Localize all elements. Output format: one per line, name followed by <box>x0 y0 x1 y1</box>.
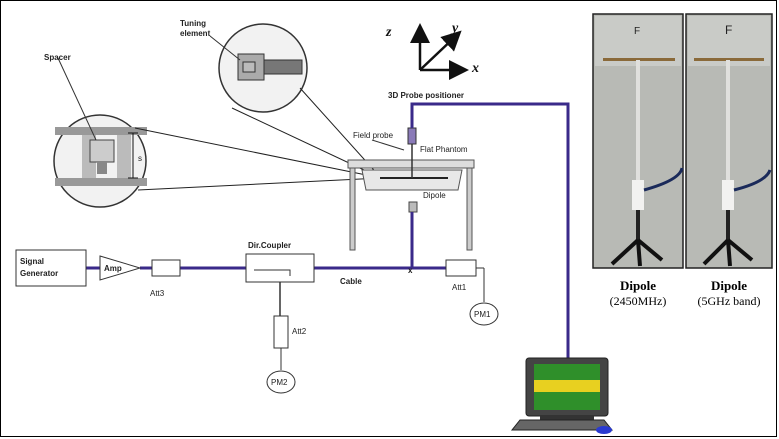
junction-x: x <box>408 266 413 275</box>
photo-2-caption-subtitle: (5GHz band) <box>698 294 761 308</box>
att1-box <box>446 260 476 276</box>
tuning-label-line2: element <box>180 29 211 38</box>
att3-box <box>152 260 180 276</box>
tuning-label-line1: Tuning <box>180 19 206 28</box>
att2-label: Att2 <box>292 327 307 336</box>
tuning-element-detail <box>210 24 307 112</box>
computer-icon <box>512 358 612 434</box>
dir-coupler-label: Dir.Coupler <box>248 241 291 250</box>
axis-z-label: z <box>385 25 392 40</box>
photo-2-letter: F <box>725 23 732 37</box>
cable-label: Cable <box>340 277 362 286</box>
att3-label: Att3 <box>150 289 165 298</box>
dipole-photo-2450 <box>593 14 683 268</box>
pm1-label: PM1 <box>474 310 491 319</box>
axis-y-label: y <box>450 21 459 36</box>
axis-x-label: x <box>471 61 479 76</box>
spacing-s-label: s <box>138 154 142 163</box>
spacer-label: Spacer <box>44 53 71 62</box>
dipole-label: Dipole <box>423 191 446 200</box>
att1-label: Att1 <box>452 283 467 292</box>
dipole-photo-5ghz <box>686 14 772 268</box>
probe-positioner-label: 3D Probe positioner <box>388 91 464 100</box>
signal-generator-label-1: Signal <box>20 257 44 266</box>
signal-generator-label-2: Generator <box>20 269 58 278</box>
signal-generator <box>16 250 86 286</box>
photo-1-caption-subtitle: (2450MHz) <box>610 294 667 308</box>
field-probe-label: Field probe <box>353 131 394 140</box>
pm2-label: PM2 <box>271 378 288 387</box>
directional-coupler <box>246 254 314 316</box>
photo-1-letter: F <box>634 26 640 37</box>
att2-box <box>274 316 288 348</box>
amp-label: Amp <box>104 264 122 273</box>
photo-2-caption-title: Dipole <box>711 278 747 293</box>
photo-1-caption-title: Dipole <box>620 278 656 293</box>
spacer-detail <box>54 58 147 207</box>
flat-phantom-label: Flat Phantom <box>420 145 468 154</box>
